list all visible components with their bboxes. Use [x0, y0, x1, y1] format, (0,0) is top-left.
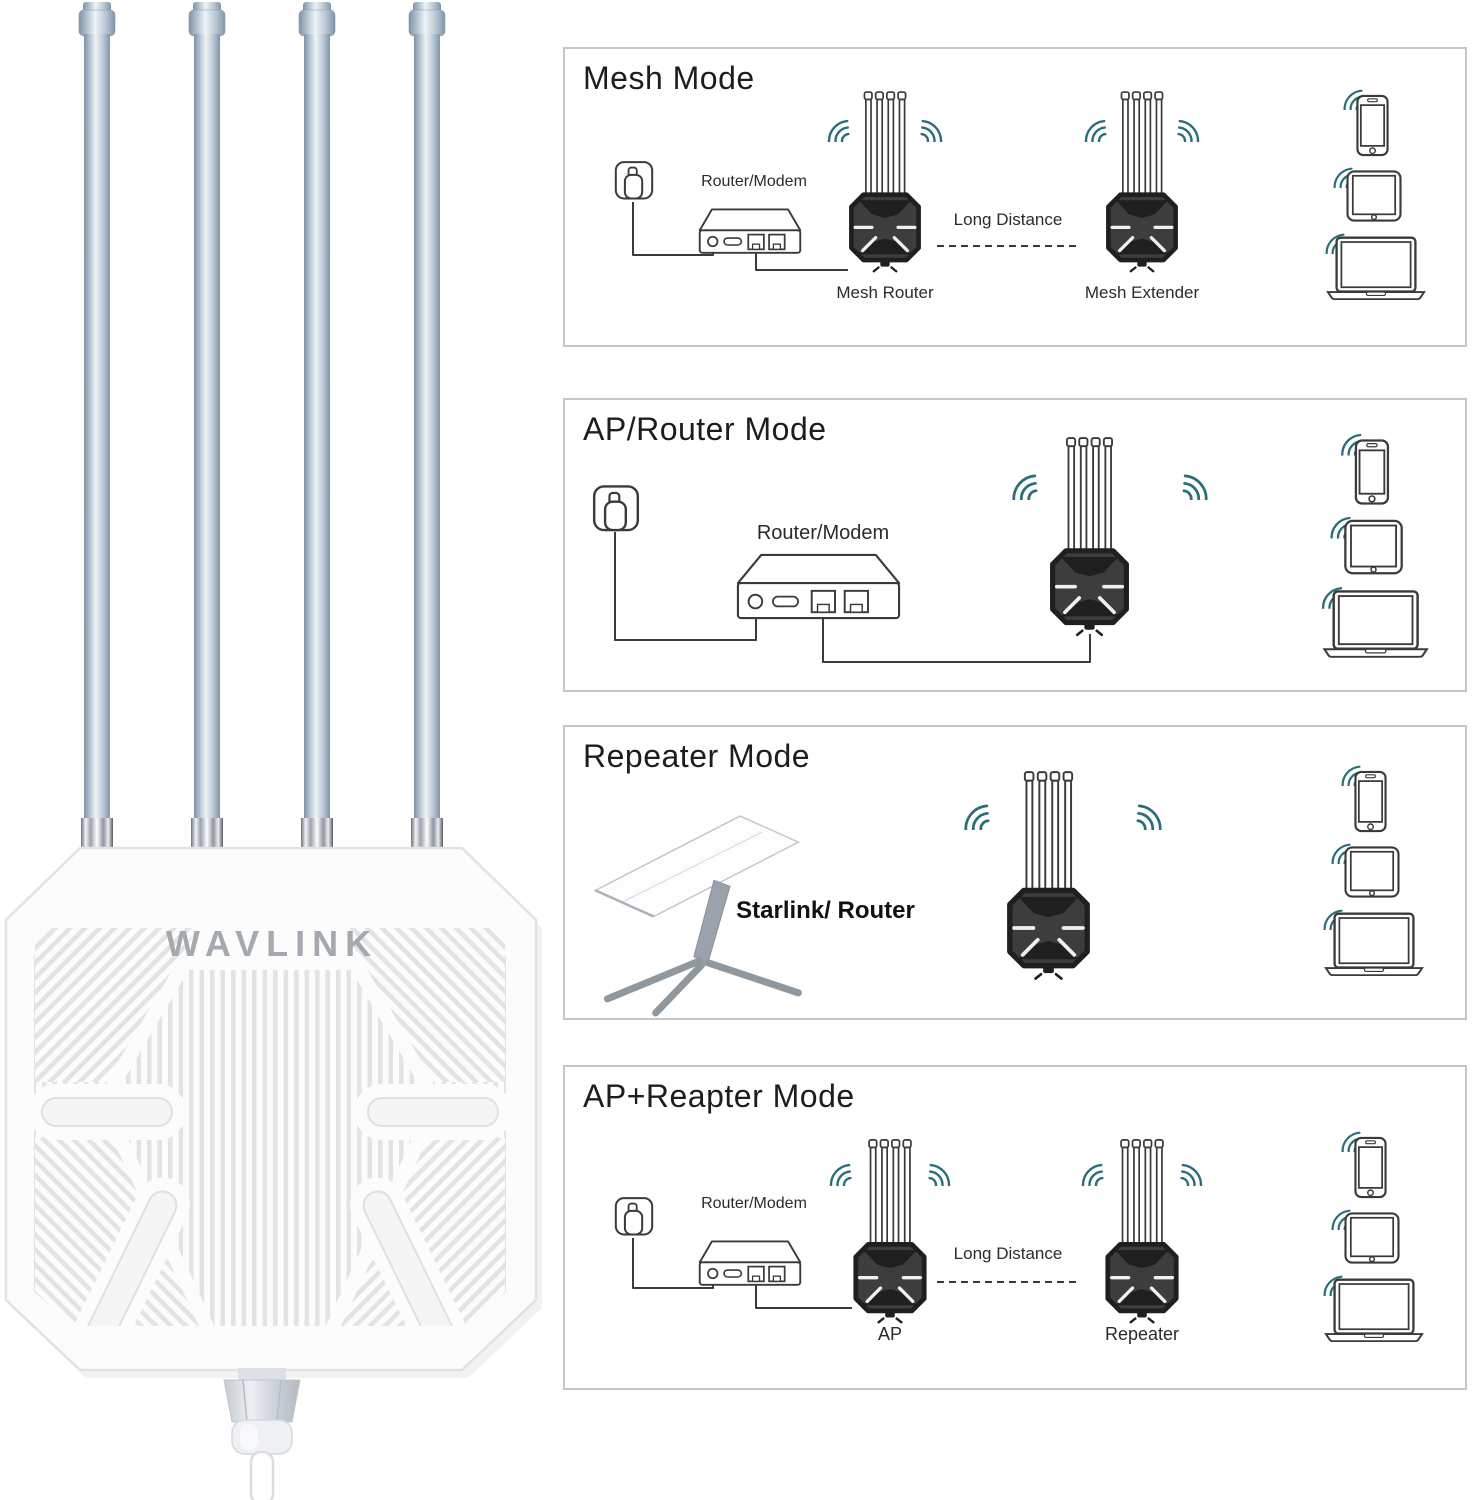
wifi-waves-icon — [1081, 1163, 1104, 1186]
client-devices-icon — [1327, 91, 1424, 300]
panel-ap-router-mode — [563, 398, 1467, 692]
router-modem-icon — [698, 208, 802, 254]
wifi-waves-icon — [829, 1163, 852, 1186]
wifi-waves-icon — [928, 1163, 951, 1186]
wifi-waves-icon — [827, 119, 850, 142]
starlink-router-label: Starlink/ Router — [736, 897, 915, 924]
client-devices-icon — [1325, 1133, 1422, 1342]
panel-title-ap-router-mode: AP/Router Mode — [583, 411, 827, 447]
router-modem-label: Router/Modem — [701, 173, 807, 190]
enclosure-rib-texture — [34, 876, 506, 1342]
product-antennas — [78, 2, 446, 850]
wire-plug-to-router — [614, 532, 757, 641]
power-cable — [249, 1450, 275, 1500]
client-devices-icon — [1325, 767, 1422, 976]
wire-router-to-ap — [755, 1282, 852, 1309]
wifi-waves-icon — [1177, 119, 1200, 142]
power-plug-icon — [614, 1197, 654, 1236]
long-distance-label: Long Distance — [953, 1244, 1063, 1263]
brand-logo: WAVLINK — [166, 923, 378, 964]
ap-label: AP — [877, 1324, 902, 1344]
product-enclosure: WAVLINK — [4, 846, 542, 1378]
product-antenna — [298, 2, 336, 850]
repeater-label: Repeater — [1104, 1324, 1180, 1344]
wire-router-to-ap — [822, 613, 1091, 663]
wifi-waves-icon — [1182, 474, 1208, 500]
wire-router-to-mesh-router — [755, 250, 848, 271]
product-photo: WAVLINK — [4, 2, 542, 1500]
repeater-device-icon — [1108, 1140, 1176, 1322]
panel-mesh-mode — [563, 47, 1467, 347]
panel-ap-repeater-mode — [563, 1065, 1467, 1390]
power-plug-icon — [614, 161, 654, 200]
ap-device-icon — [1053, 438, 1127, 635]
repeater-device-icon — [1010, 772, 1087, 978]
ap-device-icon — [856, 1140, 924, 1322]
wifi-waves-icon — [1084, 119, 1107, 142]
router-modem-label: Router/Modem — [701, 1195, 807, 1212]
product-antenna — [408, 2, 446, 850]
long-distance-label: Long Distance — [953, 210, 1063, 229]
power-plug-icon — [592, 485, 640, 532]
client-devices-icon — [1323, 435, 1427, 657]
product-antenna — [78, 2, 116, 850]
panel-title-ap-repeater-mode: AP+Reapter Mode — [583, 1078, 855, 1114]
router-modem-label: Router/Modem — [756, 522, 890, 544]
wifi-waves-icon — [1136, 804, 1162, 830]
router-modem-icon — [736, 553, 901, 620]
product-antenna — [188, 2, 226, 850]
wifi-waves-icon — [964, 804, 990, 830]
panel-title-repeater-mode: Repeater Mode — [583, 738, 811, 774]
mesh-extender-device-icon — [1108, 92, 1175, 271]
mesh-extender-label: Mesh Extender — [1084, 283, 1200, 302]
wifi-waves-icon — [920, 119, 943, 142]
wifi-waves-icon — [1180, 1163, 1203, 1186]
router-modem-icon — [698, 1240, 802, 1286]
panel-title-mesh-mode: Mesh Mode — [583, 60, 755, 96]
wifi-waves-icon — [1012, 474, 1038, 500]
mesh-router-device-icon — [851, 92, 918, 271]
cable-gland — [223, 1368, 301, 1455]
mesh-router-label: Mesh Router — [836, 283, 934, 302]
